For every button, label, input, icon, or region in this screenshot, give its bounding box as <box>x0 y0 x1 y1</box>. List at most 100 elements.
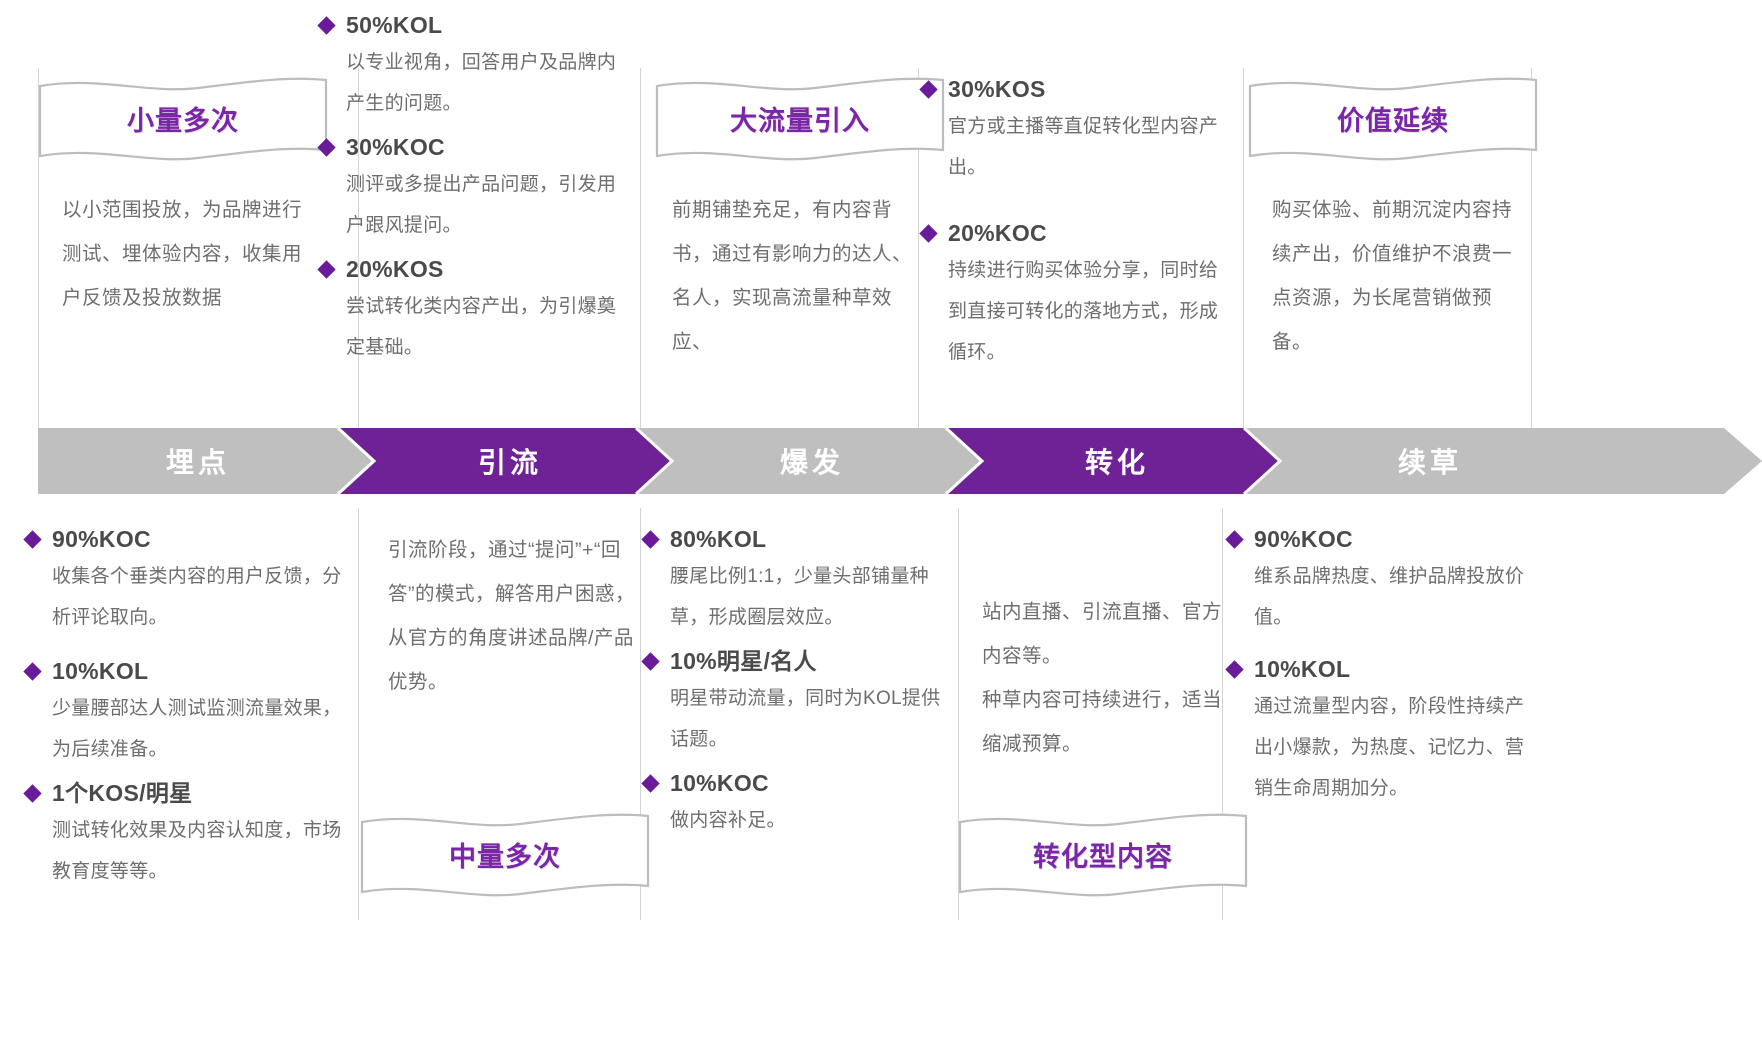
bullet-head: 10%KOL <box>1225 652 1540 686</box>
top-col3-paragraph: 前期铺垫充足，有内容背书，通过有影响力的达人、名人，实现高流量种草效应、 <box>672 199 913 353</box>
diamond-bullet-icon <box>317 15 336 35</box>
bullet-head: 20%KOC <box>919 216 1234 250</box>
bullet-body: 维系品牌热度、维护品牌投放价值。 <box>1254 566 1525 628</box>
bullet-body: 少量腰部达人测试监测流量效果，为后续准备。 <box>52 698 342 760</box>
bullet-body: 官方或主播等直促转化型内容产出。 <box>948 116 1219 178</box>
bullet-body: 收集各个垂类内容的用户反馈，分析评论取向。 <box>52 566 342 628</box>
stage-label-3[interactable]: 爆发 <box>779 447 844 478</box>
bullet-title: 10%KOC <box>670 770 769 796</box>
list-item: 10%KOL 通过流量型内容，阶段性持续产出小爆款，为热度、记忆力、营销生命周期… <box>1225 652 1540 809</box>
bullet-title: 90%KOC <box>1254 526 1353 552</box>
divider-top-6 <box>1531 68 1532 488</box>
list-item: 90%KOC 维系品牌热度、维护品牌投放价值。 <box>1225 522 1540 638</box>
bullet-body: 尝试转化类内容产出，为引爆奠定基础。 <box>346 296 617 358</box>
diamond-bullet-icon <box>641 529 660 549</box>
bottom-col2-paragraph: 引流阶段，通过“提问”+“回答”的模式，解答用户困惑，从官方的角度讲述品牌/产品… <box>388 539 635 693</box>
bottom-col1-bullets: 90%KOC 收集各个垂类内容的用户反馈，分析评论取向。 10%KOL 少量腰部… <box>23 522 346 898</box>
bullet-title: 10%KOL <box>52 658 149 684</box>
bullet-head: 10%KOL <box>23 654 346 688</box>
bullet-head: 1个KOS/明星 <box>23 776 346 810</box>
divider-top-5 <box>1243 68 1244 488</box>
banner-label: 小量多次 <box>127 105 239 136</box>
list-item: 10%明星/名人 明星带动流量，同时为KOL提供话题。 <box>641 644 954 760</box>
bullet-title: 30%KOS <box>948 76 1046 102</box>
bullet-head: 20%KOS <box>317 252 630 286</box>
divider-bottom-2 <box>640 508 641 920</box>
list-item: 20%KOS 尝试转化类内容产出，为引爆奠定基础。 <box>317 252 630 368</box>
bullet-title: 20%KOS <box>346 256 444 282</box>
bullet-head: 90%KOC <box>23 522 346 556</box>
top-col2-bullets: 50%KOL 以专业视角，回答用户及品牌内产生的问题。 30%KOC 测评或多提… <box>317 8 630 374</box>
banner-small-volume-repeat: 小量多次 <box>38 72 328 164</box>
banner-conversion-content: 转化型内容 <box>958 808 1248 900</box>
bullet-body: 做内容补足。 <box>670 810 786 831</box>
bullet-title: 1个KOS/明星 <box>52 780 193 806</box>
bullet-title: 10%明星/名人 <box>670 648 817 674</box>
divider-bottom-1 <box>358 508 359 920</box>
top-col5-paragraph: 购买体验、前期沉淀内容持续产出，价值维护不浪费一点资源，为长尾营销做预备。 <box>1272 199 1513 353</box>
list-item: 50%KOL 以专业视角，回答用户及品牌内产生的问题。 <box>317 8 630 124</box>
diamond-bullet-icon <box>23 529 42 549</box>
bullet-head: 50%KOL <box>317 8 630 42</box>
diamond-bullet-icon <box>1225 529 1244 549</box>
bullet-title: 20%KOC <box>948 220 1047 246</box>
diamond-bullet-icon <box>1225 659 1244 679</box>
stage-arrow-band <box>38 428 1762 494</box>
divider-top-3 <box>640 68 641 488</box>
bullet-body: 明星带动流量，同时为KOL提供话题。 <box>670 688 941 750</box>
list-item: 30%KOC 测评或多提出产品问题，引发用户跟风提问。 <box>317 130 630 246</box>
list-item: 10%KOC 做内容补足。 <box>641 766 954 841</box>
divider-bottom-4 <box>1222 508 1223 920</box>
banner-label: 价值延续 <box>1337 105 1449 136</box>
bottom-col4-paragraph: 站内直播、引流直播、官方内容等。 种草内容可持续进行，适当缩减预算。 <box>982 601 1223 755</box>
bullet-title: 30%KOC <box>346 134 445 160</box>
divider-top-1 <box>38 68 39 488</box>
diamond-bullet-icon <box>919 223 938 243</box>
bullet-head: 10%明星/名人 <box>641 644 954 678</box>
list-item: 80%KOL 腰尾比例1:1，少量头部铺量种草，形成圈层效应。 <box>641 522 954 638</box>
list-item: 20%KOC 持续进行购买体验分享，同时给到直接可转化的落地方式，形成循环。 <box>919 216 1234 373</box>
stage-label-1[interactable]: 埋点 <box>165 447 230 478</box>
diamond-bullet-icon <box>317 259 336 279</box>
bullet-title: 90%KOC <box>52 526 151 552</box>
bullet-body: 通过流量型内容，阶段性持续产出小爆款，为热度、记忆力、营销生命周期加分。 <box>1254 696 1525 799</box>
list-item: 10%KOL 少量腰部达人测试监测流量效果，为后续准备。 <box>23 654 346 770</box>
diamond-bullet-icon <box>23 661 42 681</box>
banner-value-continuation: 价值延续 <box>1248 72 1538 164</box>
bullet-head: 30%KOC <box>317 130 630 164</box>
bullet-title: 80%KOL <box>670 526 767 552</box>
list-item: 30%KOS 官方或主播等直促转化型内容产出。 <box>919 72 1234 188</box>
bullet-body: 测评或多提出产品问题，引发用户跟风提问。 <box>346 174 617 236</box>
divider-bottom-3 <box>958 508 959 920</box>
list-item: 1个KOS/明星 测试转化效果及内容认知度，市场教育度等等。 <box>23 776 346 892</box>
diamond-bullet-icon <box>317 137 336 157</box>
bullet-body: 测试转化效果及内容认知度，市场教育度等等。 <box>52 820 342 882</box>
banner-medium-volume-repeat: 中量多次 <box>360 808 650 900</box>
stage-label-4[interactable]: 转化 <box>1084 447 1149 478</box>
bullet-head: 30%KOS <box>919 72 1234 106</box>
diamond-bullet-icon <box>23 783 42 803</box>
diamond-bullet-icon <box>641 651 660 671</box>
banner-label: 中量多次 <box>449 841 561 872</box>
bullet-title: 50%KOL <box>346 12 443 38</box>
divider-top-4 <box>918 68 919 488</box>
diamond-bullet-icon <box>641 773 660 793</box>
bullet-body: 腰尾比例1:1，少量头部铺量种草，形成圈层效应。 <box>670 566 929 628</box>
bullet-head: 90%KOC <box>1225 522 1540 556</box>
bullet-body: 持续进行购买体验分享，同时给到直接可转化的落地方式，形成循环。 <box>948 260 1219 363</box>
top-col1-paragraph: 以小范围投放，为品牌进行测试、埋体验内容，收集用户反馈及投放数据 <box>62 199 303 309</box>
stage-label-2[interactable]: 引流 <box>477 447 542 478</box>
bullet-head: 10%KOC <box>641 766 954 800</box>
stage-label-5[interactable]: 续草 <box>1397 447 1462 478</box>
top-col4-bullets: 30%KOS 官方或主播等直促转化型内容产出。 20%KOC 持续进行购买体验分… <box>919 72 1234 379</box>
bottom-col3-bullets: 80%KOL 腰尾比例1:1，少量头部铺量种草，形成圈层效应。 10%明星/名人… <box>641 522 954 847</box>
list-item: 90%KOC 收集各个垂类内容的用户反馈，分析评论取向。 <box>23 522 346 638</box>
banner-label: 转化型内容 <box>1033 841 1173 872</box>
diamond-bullet-icon <box>919 79 938 99</box>
bullet-title: 10%KOL <box>1254 656 1351 682</box>
banner-large-traffic-intro: 大流量引入 <box>655 72 945 164</box>
divider-top-2 <box>358 68 359 488</box>
bullet-body: 以专业视角，回答用户及品牌内产生的问题。 <box>346 52 617 114</box>
bullet-head: 80%KOL <box>641 522 954 556</box>
